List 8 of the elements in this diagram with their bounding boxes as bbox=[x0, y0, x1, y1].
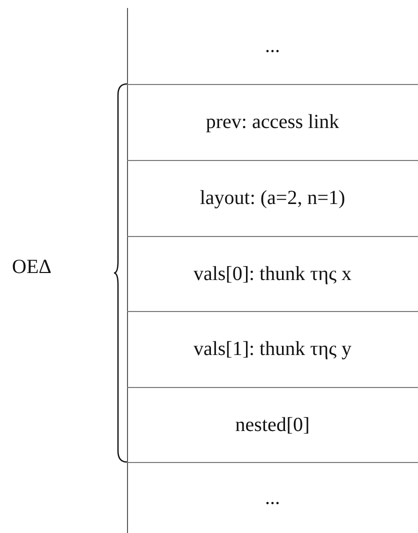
cell-text: prev: access link bbox=[206, 111, 340, 134]
cell-text: vals[1]: thunk της y bbox=[193, 338, 352, 361]
cell-text: ... bbox=[265, 486, 280, 510]
cell-text: vals[0]: thunk της x bbox=[193, 262, 352, 286]
cell-text: layout: (a=2, n=1) bbox=[200, 187, 346, 210]
region-label: OEΔ bbox=[12, 256, 52, 279]
cell-text: ... bbox=[265, 34, 280, 58]
cell-text: nested[0] bbox=[235, 414, 310, 436]
